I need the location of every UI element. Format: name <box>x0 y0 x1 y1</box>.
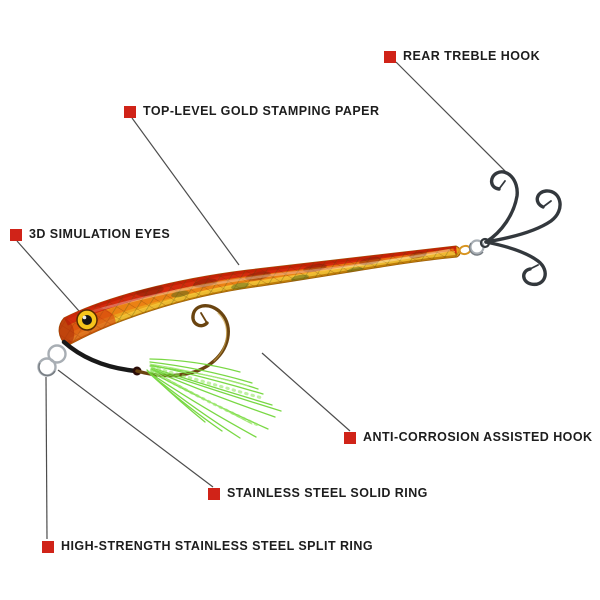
label-text: REAR TREBLE HOOK <box>403 49 541 63</box>
tail-hardware <box>458 239 485 256</box>
split-ring-inner <box>38 362 56 377</box>
callout-line-solid-ring <box>57 369 214 488</box>
flash-skirt <box>146 358 282 439</box>
red-square-marker <box>208 487 220 500</box>
assist-hook-glint <box>213 312 228 362</box>
rear-treble-hook-art <box>479 170 562 286</box>
label-high-strength-split-ring: HIGH-STRENGTH STAINLESS STEEL SPLIT RING <box>42 539 373 554</box>
callout-line-rear-treble-hook <box>395 61 511 177</box>
label-text: 3D SIMULATION EYES <box>29 227 171 241</box>
callout-line-assist-hook <box>261 352 351 432</box>
red-square-marker <box>124 105 136 118</box>
solid-ring <box>47 344 67 364</box>
label-text: HIGH-STRENGTH STAINLESS STEEL SPLIT RING <box>61 539 374 553</box>
label-3d-simulation-eyes: 3D SIMULATION EYES <box>10 227 170 242</box>
label-text: TOP-LEVEL GOLD STAMPING PAPER <box>143 104 380 118</box>
label-text: ANTI-CORROSION ASSISTED HOOK <box>363 430 593 444</box>
red-square-marker <box>10 228 22 241</box>
callout-line-split-ring <box>45 376 48 540</box>
assist-hook-barb <box>200 312 208 324</box>
3d-eye <box>76 309 98 331</box>
assist-cord <box>61 339 139 374</box>
red-square-marker <box>384 50 396 63</box>
lure-body <box>58 245 461 347</box>
label-anti-corrosion-assisted-hook: ANTI-CORROSION ASSISTED HOOK <box>344 430 593 445</box>
label-gold-stamping-paper: TOP-LEVEL GOLD STAMPING PAPER <box>124 104 379 119</box>
label-text: STAINLESS STEEL SOLID RING <box>227 486 428 500</box>
label-stainless-steel-solid-ring: STAINLESS STEEL SOLID RING <box>208 486 428 501</box>
red-square-marker <box>344 431 356 444</box>
red-square-marker <box>42 540 54 553</box>
callout-line-gold-paper <box>131 117 240 266</box>
front-rings <box>37 344 67 377</box>
label-rear-treble-hook: REAR TREBLE HOOK <box>384 49 540 64</box>
callout-line-eyes <box>16 240 80 312</box>
callout-lines <box>16 61 511 540</box>
tail-split-ring-inner <box>468 242 484 256</box>
